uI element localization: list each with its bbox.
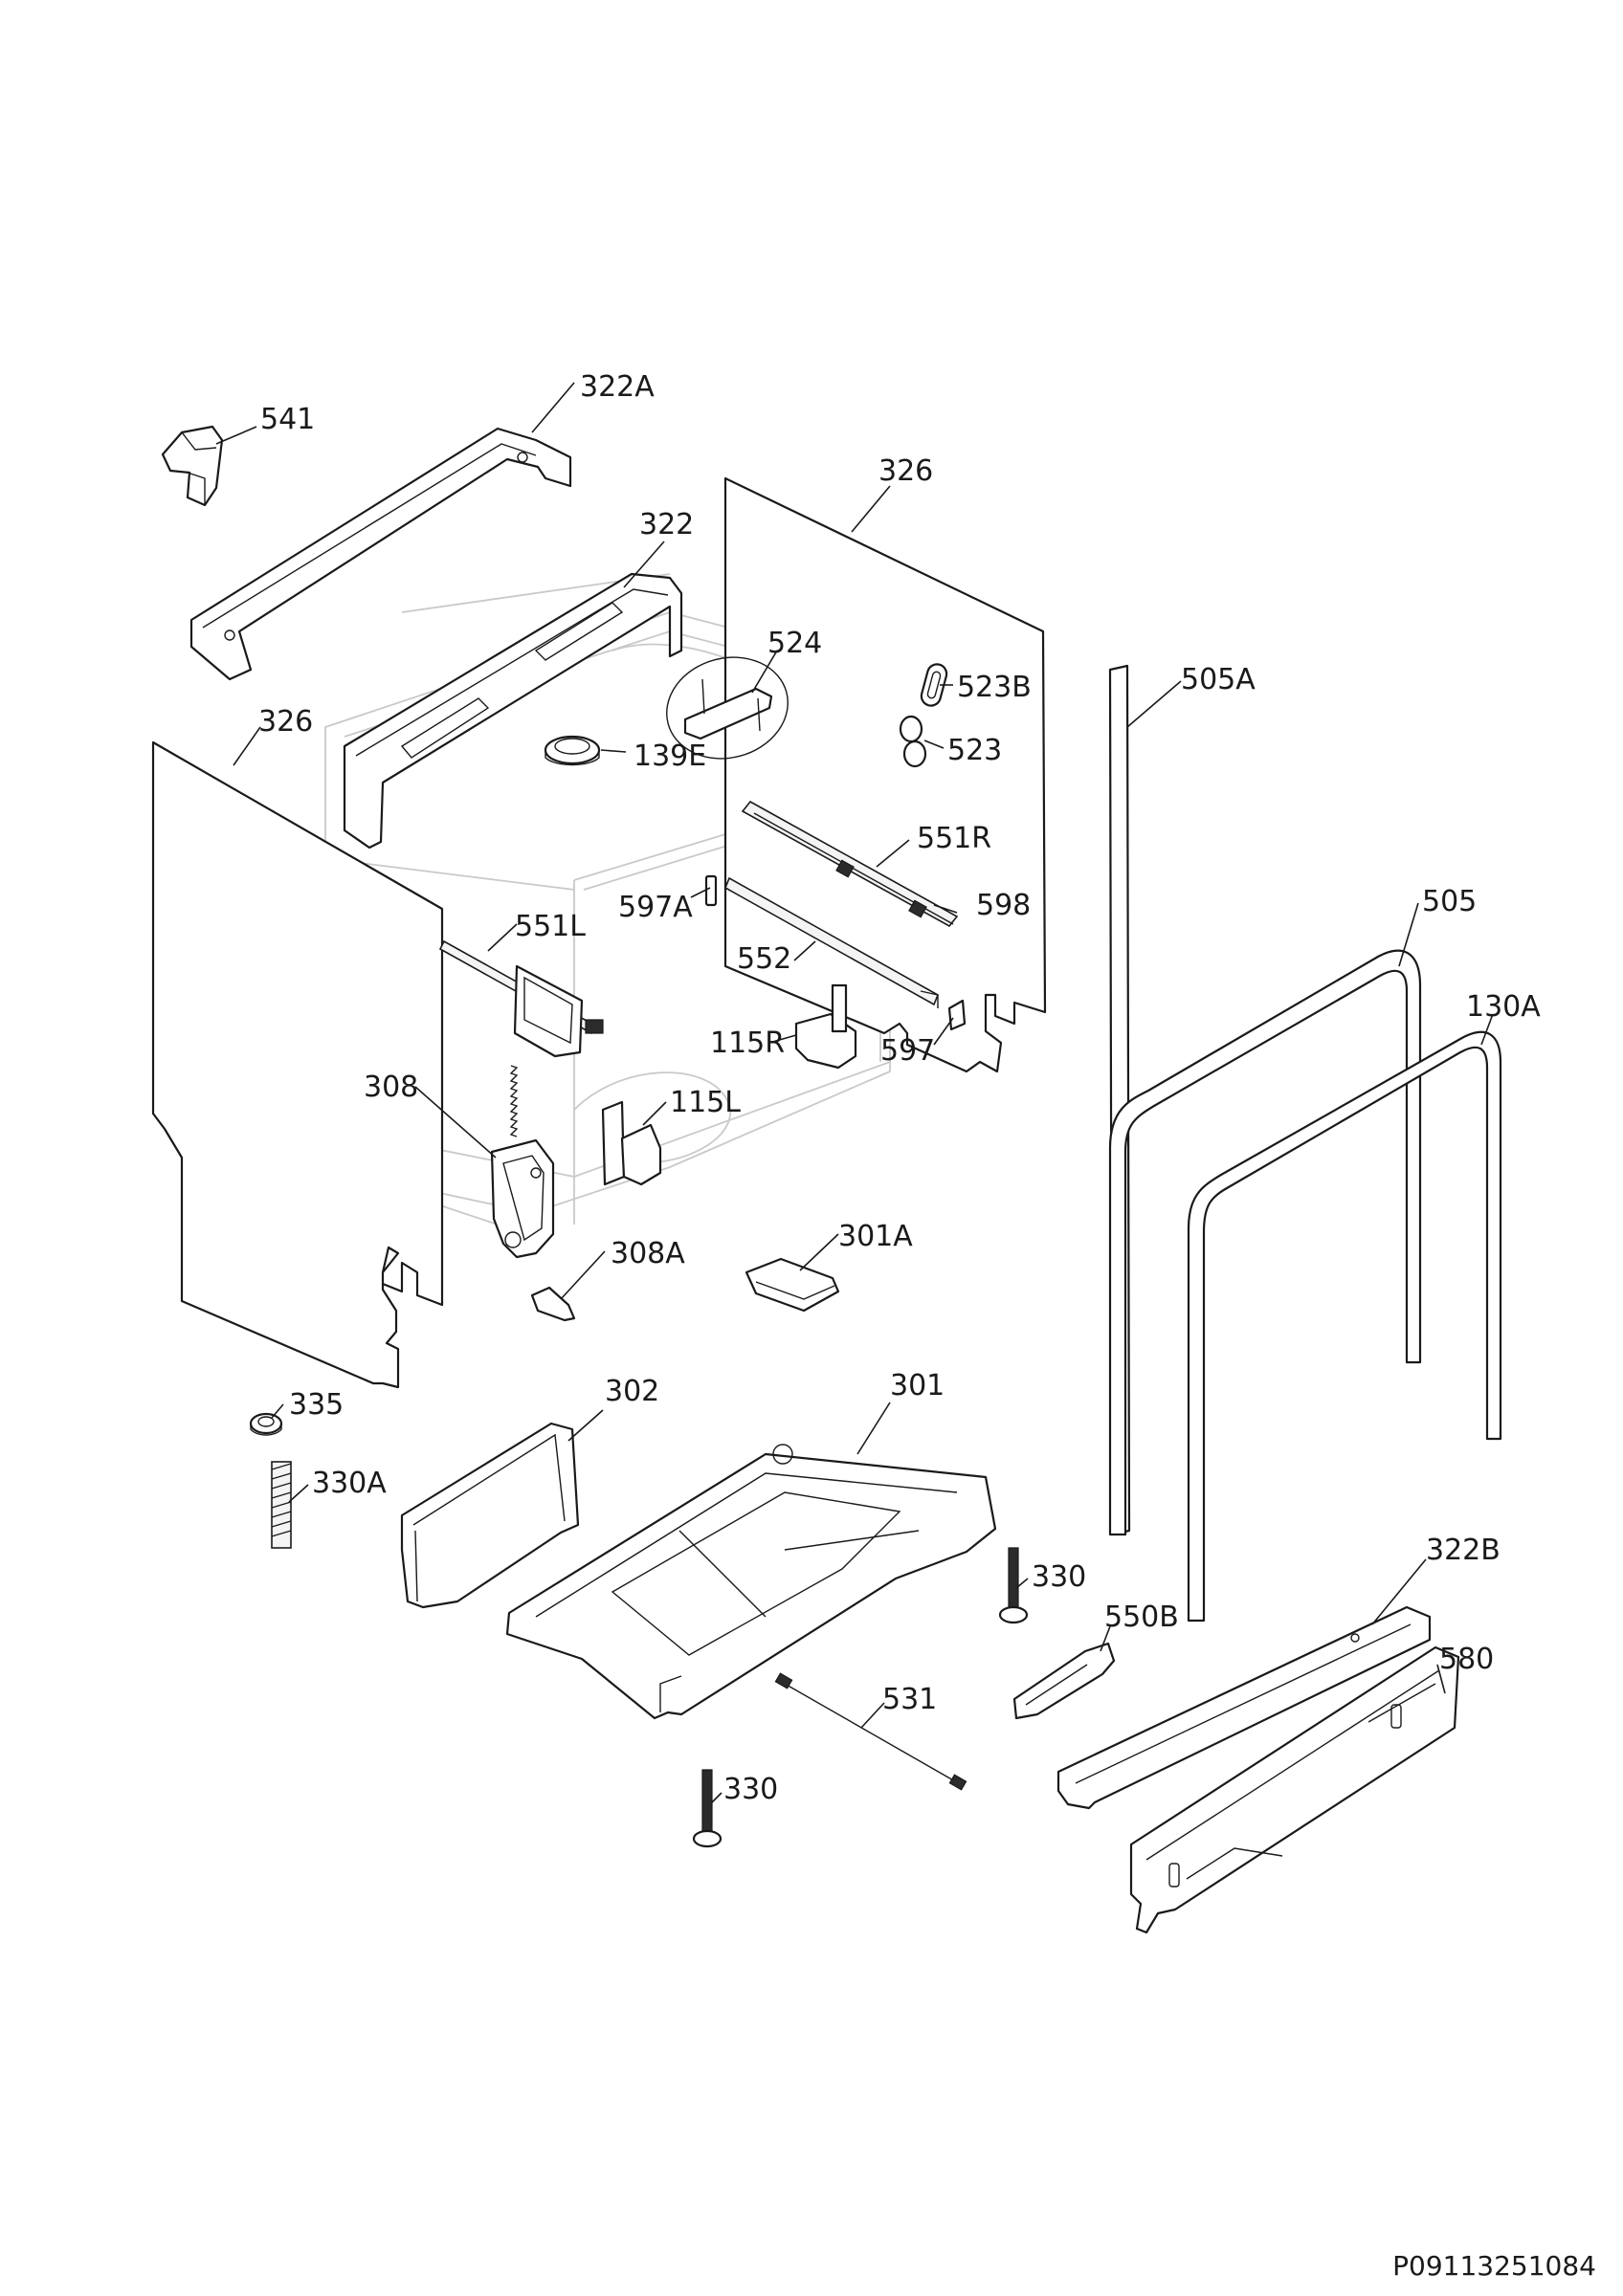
callout-531: 531 [882, 1683, 937, 1716]
callout-308A: 308A [611, 1237, 685, 1270]
callout-597: 597 [880, 1034, 935, 1068]
callout-labels: 541 322A 326 322 524 523B 505A 326 139E … [258, 370, 1541, 1806]
callout-523B: 523B [957, 671, 1032, 704]
part-523-bushings [899, 715, 927, 768]
callout-301A: 301A [838, 1220, 913, 1253]
callout-551R: 551R [917, 822, 991, 855]
callout-326-left: 326 [258, 705, 313, 739]
part-552-rail [723, 876, 940, 1008]
part-301-base [505, 1444, 997, 1720]
part-302-bracket [400, 1422, 580, 1609]
part-322B-lower-bracket [1056, 1605, 1432, 1810]
part-322-top-frame [343, 572, 683, 850]
callout-322B: 322B [1426, 1534, 1501, 1567]
part-335-cap [249, 1412, 283, 1436]
callout-551L: 551L [515, 910, 586, 943]
part-550B-holder [1012, 1642, 1116, 1720]
part-115R-guide [794, 983, 857, 1070]
callout-598: 598 [976, 889, 1031, 922]
callout-550B: 550B [1104, 1601, 1179, 1634]
callout-330-lower: 330 [723, 1773, 778, 1806]
part-551L-rail [438, 939, 604, 1058]
callout-115L: 115L [670, 1086, 741, 1119]
callout-330-upper: 330 [1032, 1560, 1086, 1594]
part-330A-spring [271, 1461, 292, 1549]
callout-541: 541 [260, 403, 315, 436]
part-308-hinge [490, 1065, 555, 1259]
callout-335: 335 [289, 1388, 344, 1422]
callout-505: 505 [1422, 885, 1477, 918]
callout-524: 524 [767, 627, 822, 660]
callout-523: 523 [947, 734, 1002, 767]
part-130A-gasket [1187, 1030, 1502, 1623]
callout-322: 322 [639, 508, 694, 541]
part-308A-clip [530, 1286, 576, 1322]
part-115L-guide [601, 1100, 662, 1186]
part-531-cable [774, 1672, 967, 1791]
part-524-detail [666, 656, 789, 760]
callout-326-right: 326 [878, 454, 933, 488]
callout-552: 552 [737, 942, 791, 976]
part-551R-rail [741, 800, 959, 928]
leader-lines [215, 382, 1494, 1803]
drawing-id: P09113251084 [1392, 2250, 1596, 2282]
callout-302: 302 [605, 1375, 659, 1408]
callout-330A: 330A [312, 1467, 387, 1500]
part-597A-stop [704, 874, 718, 907]
callout-130A: 130A [1466, 990, 1541, 1024]
part-523B-grommet [920, 663, 948, 707]
callout-322A: 322A [580, 370, 655, 404]
callout-301: 301 [890, 1369, 945, 1402]
part-139E-nut [544, 735, 601, 766]
part-541-clip [161, 425, 224, 507]
callout-115R: 115R [710, 1027, 785, 1060]
callout-308: 308 [364, 1071, 418, 1104]
callout-505A: 505A [1181, 663, 1256, 696]
callout-580: 580 [1439, 1643, 1494, 1676]
part-330-foot-lower [692, 1769, 723, 1848]
callout-139E: 139E [634, 740, 706, 773]
part-330-foot-upper [998, 1547, 1029, 1624]
part-505-gasket [1108, 949, 1422, 1536]
callout-597A: 597A [618, 891, 693, 924]
part-301A-cover [745, 1257, 840, 1313]
part-326-right-panel [723, 476, 1047, 1073]
part-580-kick-plate [1129, 1645, 1460, 1934]
part-322A-top-bracket [189, 427, 572, 681]
part-326-left-panel [151, 740, 444, 1389]
